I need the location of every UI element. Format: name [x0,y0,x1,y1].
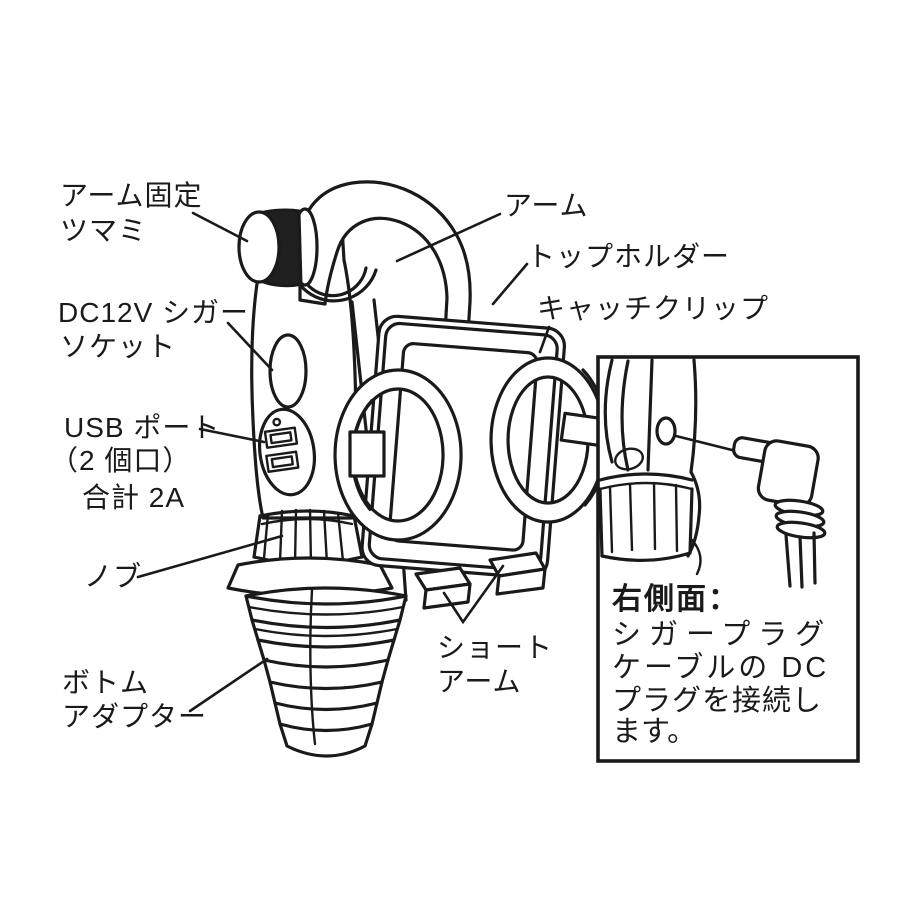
inset-line-4: ます。 [612,716,696,748]
inset-body-drawing [598,358,738,576]
device-illustration [226,180,610,758]
inset-caption: 右側面： シガープラグ ケーブルの DC プラグを接続し ます。 [612,583,832,748]
label-dc-socket-2: ソケット [60,331,176,362]
label-top-holder: トップホルダー [527,241,730,272]
leader-arm [395,212,502,263]
leader-top-holder [491,262,529,306]
usb-port-1 [263,426,299,449]
inset-line-2: ケーブルの DC [612,651,829,684]
label-catch-clip: キャッチクリップ [537,293,769,324]
usb-port-2 [265,450,300,473]
label-dc-socket-1: DC12V シガー [58,297,249,328]
dc-plug-body [756,439,820,508]
usb-led-dot [272,417,282,427]
dc-plug [732,436,827,589]
inset-line-3: プラグを接続し [612,684,822,717]
label-usb-3: 合計 2A [82,482,185,513]
cable-line [798,535,804,589]
inset-box: 右側面： シガープラグ ケーブルの DC プラグを接続し ます。 [596,355,860,763]
leader-lines [136,211,551,713]
bottom-adapter-part [244,586,408,758]
clip-notch [348,430,386,478]
short-arm-left [414,566,472,610]
label-bottom-adapter-2: アダプター [62,701,207,732]
label-short-arm-1: ショート [437,632,553,663]
leader-knob [136,534,284,579]
labels: アーム固定 ツマミ DC12V シガー ソケット USB ポート （2 個口） … [50,180,769,732]
leader-short-arm [442,564,505,625]
label-arm: アーム [504,190,588,221]
label-knob: ノブ [84,561,142,592]
label-short-arm-2: アーム [437,666,521,697]
label-arm-fix-knob-1: アーム固定 [60,180,202,211]
label-arm-fix-knob-2: ツマミ [60,215,147,246]
arm-fix-knob-part [237,207,319,288]
leader-catch-clip [538,325,551,354]
inset-jack-pointer [674,434,738,453]
leader-dc-socket [226,321,274,372]
label-usb-2: （2 個口） [50,445,191,476]
cable-line [784,533,792,588]
leader-usb [198,427,266,444]
label-usb-1: USB ポート [64,412,220,443]
leader-arm-fix-knob [191,211,249,243]
dc-jack-hole [655,416,677,446]
label-bottom-adapter-1: ボトム [62,667,149,698]
cigar-socket [268,333,308,409]
cable-line [812,531,817,585]
catch-clip-left [333,368,463,542]
inset-line-1: シガープラグ [612,618,832,651]
short-arm-right [488,551,547,596]
inset-title: 右側面： [612,583,740,616]
leader-bottom-adapter [188,657,269,713]
usb-panel [258,407,316,497]
